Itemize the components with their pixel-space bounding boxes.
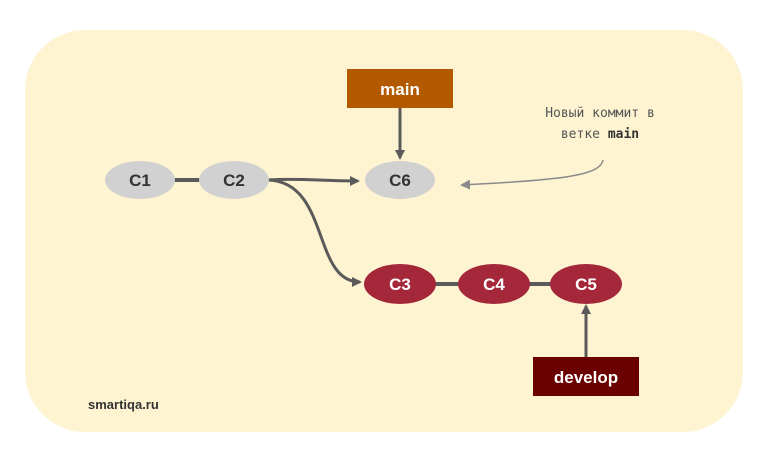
commit-c6: C6 (365, 161, 435, 199)
annotation-line-1: Новый коммит в (545, 106, 655, 121)
commit-c5-label: C5 (575, 275, 597, 294)
commit-c4-label: C4 (483, 275, 505, 294)
note-arrow (460, 159, 604, 190)
commit-c5: C5 (550, 264, 622, 304)
commit-c1-label: C1 (129, 171, 151, 190)
commit-c3-label: C3 (389, 275, 411, 294)
annotation-branch-name: main (607, 127, 640, 142)
commit-c4: C4 (458, 264, 530, 304)
brand-watermark: smartiqa.ru (88, 397, 159, 412)
commit-c2-label: C2 (223, 171, 245, 190)
commit-c3: C3 (364, 264, 436, 304)
branch-develop-label: develop (554, 368, 618, 387)
commit-c6-label: C6 (389, 171, 411, 190)
branch-main: main (347, 69, 453, 108)
commit-c2: C2 (199, 161, 269, 199)
branch-develop: develop (533, 357, 639, 396)
edge-c2-c3 (267, 178, 362, 287)
annotation-line-2-prefix: ветке (560, 127, 608, 142)
branch-main-label: main (380, 80, 420, 99)
commit-c1: C1 (105, 161, 175, 199)
annotation-note: Новый коммит в ветке main (500, 103, 700, 145)
annotation-line-2: ветке main (500, 124, 700, 145)
edge-c2-c6 (267, 175, 360, 186)
